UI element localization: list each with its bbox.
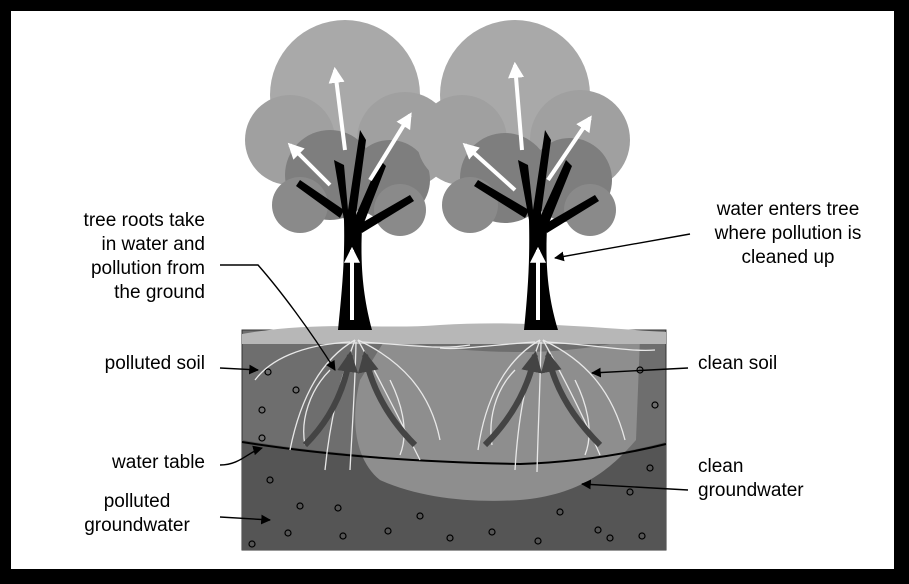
polluted-soil-leader <box>219 364 259 375</box>
polluted-groundwater-leader <box>219 514 271 525</box>
soil-flow-arrows <box>302 350 603 448</box>
left-trunk <box>334 130 386 330</box>
left-tree <box>245 20 453 330</box>
enters-tree-leader <box>554 233 691 262</box>
clean-soil-label: clean soil <box>698 353 778 374</box>
polluted-groundwater-label: polluted groundwater <box>84 491 190 536</box>
leader-lines <box>219 233 691 525</box>
clean-soil-leader <box>591 367 689 378</box>
roots-leader <box>220 264 336 371</box>
ground-cross-section <box>241 323 667 551</box>
right-tree <box>417 20 630 330</box>
right-trunk <box>518 130 572 330</box>
pollutant-dots <box>248 366 659 548</box>
clean-groundwater-leader <box>581 479 689 491</box>
clean-groundwater-label: clean groundwater <box>698 456 804 501</box>
water-table-label: water table <box>112 452 205 473</box>
polluted-soil-label: polluted soil <box>104 353 205 374</box>
water-table-line <box>241 441 667 466</box>
enters-tree-label: water enters tree where pollution is cle… <box>714 199 862 268</box>
water-table-leader <box>219 445 263 466</box>
roots-label: tree roots take in water and pollution f… <box>83 210 205 303</box>
right-canopy <box>417 20 630 236</box>
